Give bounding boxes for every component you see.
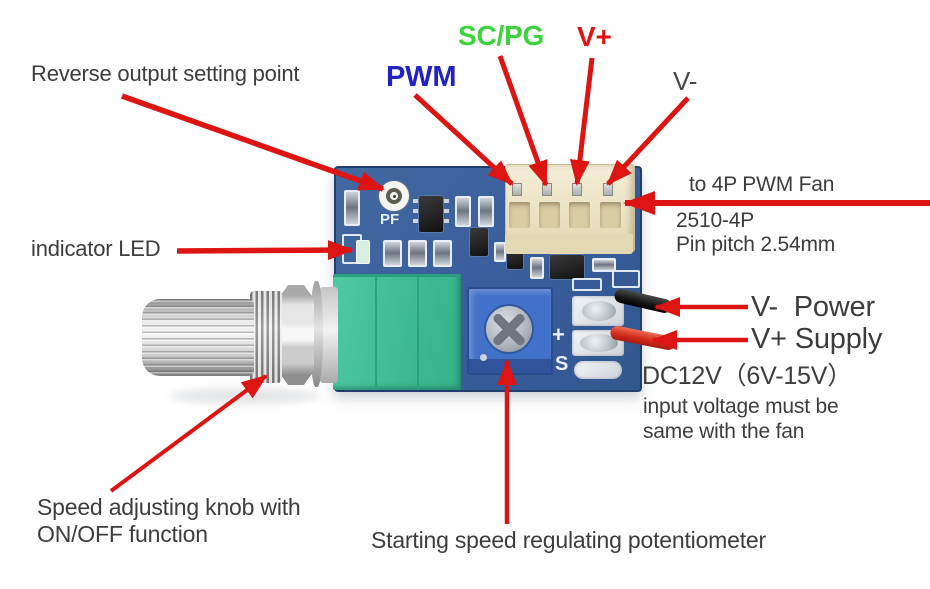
potentiometer-body — [333, 274, 461, 390]
knob-shaft — [142, 299, 254, 376]
indicator-led — [356, 240, 370, 264]
connector-slot — [600, 202, 621, 228]
pot-frame — [320, 287, 338, 383]
smd-resistor — [344, 190, 360, 226]
soic8-chip — [419, 196, 443, 232]
smd-resistor — [408, 240, 427, 267]
label-power-neg: V- Power — [751, 291, 875, 323]
label-reverse-output: Reverse output setting point — [31, 61, 300, 86]
chip-legs-right — [444, 199, 449, 229]
smd-resistor — [592, 258, 616, 272]
label-vplus: V+ — [577, 21, 612, 52]
silkscreen-pf-text: PF — [380, 211, 400, 228]
sot23-transistor — [470, 228, 488, 256]
arrow-pwm — [413, 93, 514, 186]
smd-resistor — [530, 257, 544, 279]
smd-resistor — [478, 196, 494, 227]
label-dc-note2: same with the fan — [643, 420, 805, 443]
label-knob-line2: ON/OFF function — [37, 521, 208, 547]
connector-lip — [505, 234, 633, 254]
smd-resistor — [383, 240, 402, 267]
smd-pad-outline — [572, 278, 602, 291]
knob-hex-nut — [278, 285, 314, 385]
label-dc-rating: DC12V（6V-15V） — [642, 362, 852, 390]
connector-pin-pwm — [512, 183, 522, 196]
smd-pad-outline — [612, 270, 640, 288]
label-indicator-led: indicator LED — [31, 236, 161, 261]
solder-pad-s — [574, 361, 622, 379]
setting-point-dot — [392, 194, 396, 198]
pot-seam — [417, 274, 419, 390]
pot-seam — [375, 274, 377, 390]
trimmer-rivet — [480, 354, 487, 361]
trimmer-screw — [486, 306, 532, 352]
label-knob-line1: Speed adjusting knob with — [37, 494, 301, 520]
smd-resistor — [433, 240, 452, 267]
label-scpg: SC/PG — [458, 20, 545, 51]
arrow-indicator-led — [176, 240, 354, 261]
connector-slot — [539, 202, 560, 228]
label-pwm: PWM — [386, 61, 457, 93]
label-vminus: V- — [673, 66, 698, 96]
label-power-pos: V+ Supply — [751, 323, 883, 355]
arrow-scpg — [497, 55, 549, 187]
solder-pad-neg — [572, 296, 624, 326]
smd-resistor — [455, 196, 471, 227]
silkscreen-plus: + — [552, 322, 565, 347]
label-fan-title: to 4P PWM Fan — [689, 173, 835, 196]
label-fan-connector: 2510-4P — [676, 209, 754, 232]
label-trimmer: Starting speed regulating potentiometer — [371, 527, 766, 553]
arrow-reverse-output — [121, 93, 385, 192]
label-fan-pitch: Pin pitch 2.54mm — [676, 233, 836, 256]
arrow-vminus — [606, 96, 690, 186]
connector-slot — [509, 202, 530, 228]
sot23-5-chip — [550, 255, 584, 279]
chip-legs-left — [413, 199, 418, 229]
silkscreen-s: S — [555, 353, 569, 375]
arrow-vplus — [569, 57, 595, 186]
arrow-speed-knob — [109, 374, 268, 493]
connector-slot — [569, 202, 590, 228]
knob-threaded-bushing — [250, 291, 282, 383]
label-dc-note1: input voltage must be — [643, 395, 839, 418]
